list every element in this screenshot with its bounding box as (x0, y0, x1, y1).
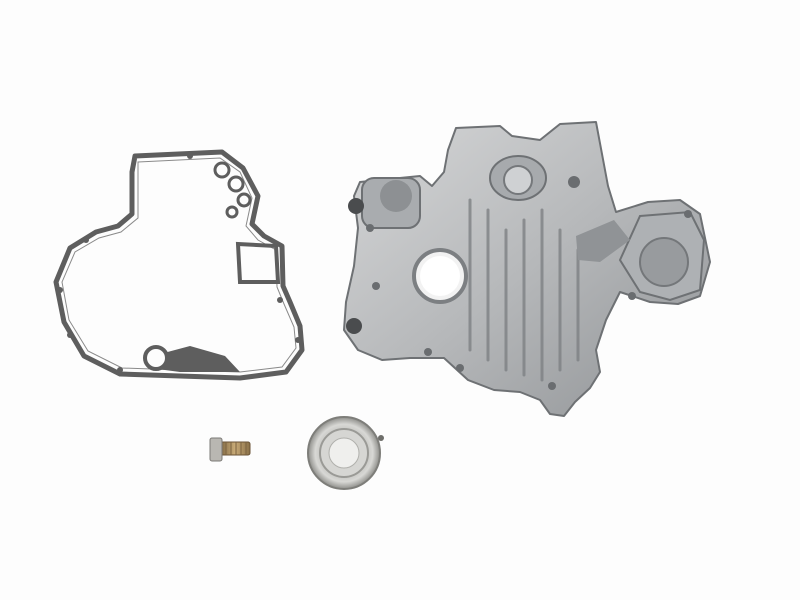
banjo-bolt (209, 437, 251, 462)
gasket (53, 149, 305, 381)
timing-cover (343, 121, 711, 417)
oil-seal (307, 416, 384, 490)
